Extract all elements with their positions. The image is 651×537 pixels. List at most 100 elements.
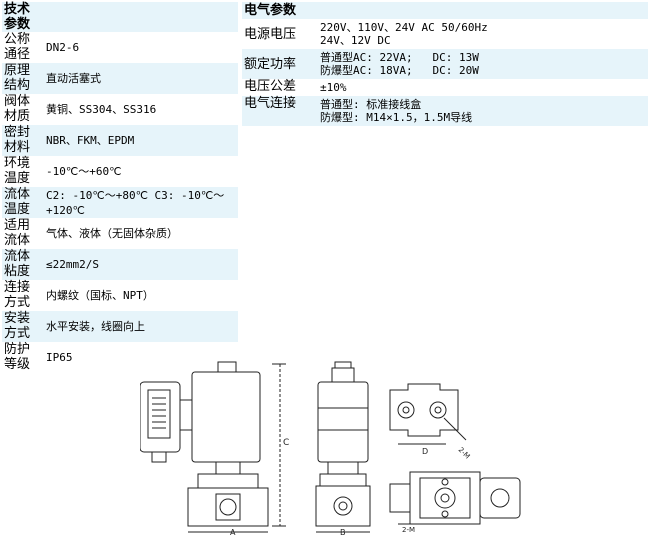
- table-row: 电气连接 普通型: 标准接线盒 防爆型: M14×1.5，1.5M导线: [242, 96, 648, 126]
- side-view: C A: [140, 361, 289, 535]
- row-value: DN2-6: [46, 41, 80, 54]
- row-label: 额定功率: [244, 56, 297, 72]
- row-value: NBR、FKM、EPDM: [46, 134, 135, 147]
- plan-left-port: [389, 483, 411, 513]
- elec-params-header: 电气参数: [244, 3, 297, 18]
- table-row: 公称通径 DN2-6: [2, 32, 238, 63]
- mount-hole-left-inner: [402, 406, 410, 414]
- dim-label-d: D: [422, 447, 428, 456]
- plan-connector: [479, 477, 521, 519]
- value-line: 防爆型: M14×1.5，1.5M导线: [320, 111, 473, 124]
- row-value: ≤22mm2/S: [46, 258, 99, 271]
- coil: [191, 371, 261, 463]
- front-port-inner: [338, 501, 348, 511]
- tech-params-header-row: 技术参数: [2, 2, 238, 32]
- row-value: 普通型AC: 22VA; DC: 13W 防爆型AC: 18VA; DC: 20…: [318, 49, 648, 79]
- row-label: 电气连接: [244, 96, 297, 111]
- row-value: C2: -10℃～+80℃ C3: -10℃～+120℃: [46, 188, 225, 217]
- dim-label-b: B: [340, 528, 346, 535]
- table-row: 适用流体 气体、液体（无固体杂质）: [2, 218, 238, 249]
- plan-connector-hole: [490, 488, 510, 508]
- dim-label-2m-bottom: 2-M: [402, 526, 415, 534]
- top-nut: [217, 361, 237, 373]
- row-value: 220V、110V、24V AC 50/60Hz 24V、12V DC: [318, 19, 648, 49]
- dim-label-a: A: [230, 528, 236, 535]
- row-label: 电压公差: [244, 79, 297, 94]
- plan-center-inner: [440, 493, 450, 503]
- tech-params-table: 技术参数 公称通径 DN2-6 原理结构 直动活塞式 阀体材质 黄铜、SS304…: [2, 2, 238, 373]
- row-label: 原理结构: [4, 63, 31, 93]
- row-value: 黄铜、SS304、SS316: [46, 103, 157, 116]
- mount-hole-right-inner: [434, 406, 442, 414]
- dim-label-2m-top: 2-M: [457, 446, 472, 461]
- row-value: 普通型: 标准接线盒 防爆型: M14×1.5，1.5M导线: [318, 96, 648, 126]
- front-top: [331, 367, 355, 383]
- front-body: [315, 485, 371, 527]
- front-nut: [334, 361, 352, 369]
- table-row: 阀体材质 黄铜、SS304、SS316: [2, 94, 238, 125]
- armature-tube: [215, 461, 241, 475]
- body-top: [197, 473, 259, 489]
- elec-params-table: 电气参数 电源电压 220V、110V、24V AC 50/60Hz 24V、1…: [242, 2, 648, 126]
- valve-body: [187, 487, 269, 527]
- plan-hole-top: [441, 478, 449, 486]
- mount-hole-left: [397, 401, 415, 419]
- row-value: 直动活塞式: [46, 72, 101, 85]
- plan-center: [434, 487, 456, 509]
- connector-inner: [147, 389, 171, 439]
- table-row: 安装方式 水平安装，线圈向上: [2, 311, 238, 342]
- row-label: 公称通径: [4, 32, 31, 62]
- row-label: 阀体材质: [4, 94, 31, 124]
- table-row: 原理结构 直动活塞式: [2, 63, 238, 94]
- plan-view: 2-M: [389, 471, 521, 534]
- row-label: 适用流体: [4, 218, 31, 248]
- table-row: 防护等级 IP65: [2, 342, 238, 373]
- port-hole: [219, 498, 237, 516]
- row-label: 密封材料: [4, 125, 31, 155]
- table-row: 流体温度 C2: -10℃～+80℃ C3: -10℃～+120℃: [2, 187, 238, 218]
- connector-box: [140, 381, 181, 453]
- valve-technical-drawing: C A B D 2-M: [140, 361, 521, 535]
- row-label: 安装方式: [4, 311, 31, 341]
- value-line: ±10%: [320, 81, 347, 94]
- value-line: 24V、12V DC: [320, 34, 391, 47]
- table-row: 电源电压 220V、110V、24V AC 50/60Hz 24V、12V DC: [242, 19, 648, 49]
- elec-params-header-row: 电气参数: [242, 2, 648, 19]
- value-line: 防爆型AC: 18VA; DC: 20W: [320, 64, 479, 77]
- base-view: D 2-M: [389, 383, 472, 461]
- mount-hole-right: [429, 401, 447, 419]
- row-label: 环境温度: [4, 156, 31, 186]
- table-row: 连接方式 内螺纹（国标、NPT）: [2, 280, 238, 311]
- base-plate: [389, 383, 459, 437]
- front-tube: [327, 461, 359, 475]
- table-row: 环境温度 -10℃～+60℃: [2, 156, 238, 187]
- table-row: 密封材料 NBR、FKM、EPDM: [2, 125, 238, 156]
- front-coil: [317, 381, 369, 463]
- row-value: 内螺纹（国标、NPT）: [46, 289, 154, 302]
- row-label: 流体粘度: [4, 249, 31, 279]
- front-view: B: [315, 361, 371, 535]
- plan-inner: [419, 477, 471, 519]
- row-value: 水平安装，线圈向上: [46, 320, 145, 333]
- port: [215, 493, 241, 521]
- value-line: 普通型AC: 22VA; DC: 13W: [320, 51, 479, 64]
- dim-label-c: C: [283, 438, 289, 448]
- table-row: 电压公差 ±10%: [242, 79, 648, 96]
- row-value: 气体、液体（无固体杂质）: [46, 227, 178, 240]
- row-label: 防护等级: [4, 342, 31, 372]
- plan-hole-bottom: [441, 510, 449, 518]
- row-label: 流体温度: [4, 187, 31, 217]
- table-row: 额定功率 普通型AC: 22VA; DC: 13W 防爆型AC: 18VA; D…: [242, 49, 648, 79]
- tech-params-header: 技术参数: [4, 2, 31, 32]
- row-value: -10℃～+60℃: [46, 165, 122, 178]
- row-label: 电源电压: [244, 26, 297, 42]
- front-body-top: [319, 473, 367, 487]
- table-row: 流体粘度 ≤22mm2/S: [2, 249, 238, 280]
- row-value: ±10%: [318, 79, 648, 96]
- row-value: IP65: [46, 351, 73, 364]
- front-port: [333, 496, 353, 516]
- value-line: 220V、110V、24V AC 50/60Hz: [320, 21, 488, 34]
- row-label: 连接方式: [4, 280, 31, 310]
- value-line: 普通型: 标准接线盒: [320, 98, 422, 111]
- cable-gland: [151, 451, 167, 463]
